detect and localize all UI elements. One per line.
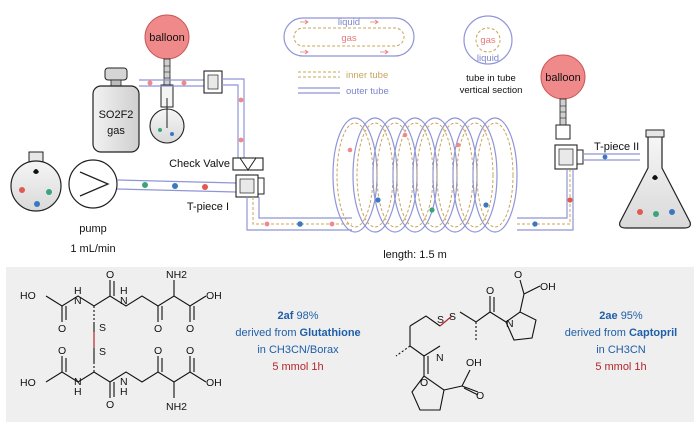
section-caption-1: tube in tube bbox=[466, 73, 516, 84]
atom-o: O bbox=[486, 285, 494, 297]
legend-inner-tube: inner tube bbox=[346, 70, 388, 81]
atom-n: N bbox=[120, 376, 128, 388]
products-panel bbox=[6, 267, 694, 422]
atom-n: N bbox=[74, 295, 82, 307]
atom-o: O bbox=[58, 323, 66, 335]
atom-o: O bbox=[106, 269, 114, 281]
atom-o: O bbox=[154, 323, 162, 335]
atom-oh: OH bbox=[206, 377, 222, 389]
atom-n: N bbox=[436, 352, 444, 364]
bubbler-flask bbox=[149, 84, 185, 144]
collection-flask bbox=[619, 129, 691, 229]
inset-liquid-label: liquid bbox=[338, 17, 360, 28]
atom-oh: OH bbox=[206, 290, 222, 302]
atom-o: O bbox=[154, 345, 162, 357]
atom-s: S bbox=[99, 346, 106, 358]
atom-n: N bbox=[506, 318, 514, 330]
gas-label: gas bbox=[107, 125, 125, 137]
atom-nh2: NH2 bbox=[166, 401, 187, 413]
flow-rate: 1 mL/min bbox=[70, 243, 115, 255]
product-2af-solvent: in CH3CN/Borax bbox=[257, 344, 339, 356]
tube-in-tube-inset: liquid gas inner tube outer tube bbox=[283, 17, 415, 97]
pump: pump 1 mL/min bbox=[68, 159, 118, 255]
atom-oh: OH bbox=[466, 357, 482, 369]
section-liquid-label: liquid bbox=[477, 53, 499, 64]
atom-o: O bbox=[476, 390, 484, 402]
section-caption-2: vertical section bbox=[460, 85, 523, 96]
structure-2af bbox=[45, 280, 207, 398]
balloon-right: balloon bbox=[540, 54, 586, 140]
atom-n: N bbox=[74, 376, 82, 388]
pump-label: pump bbox=[79, 223, 107, 235]
svg-text:SO2F2: SO2F2 bbox=[99, 109, 134, 121]
atom-ho: HO bbox=[20, 377, 36, 389]
product-2af-text: 2af 98% derived from Glutathione in CH3C… bbox=[235, 310, 360, 373]
product-2af-code: 2af bbox=[278, 310, 294, 322]
reagent-flask bbox=[10, 151, 62, 212]
t-piece-2-label: T-piece II bbox=[594, 141, 639, 153]
balloon-left-label: balloon bbox=[149, 32, 184, 44]
product-2ae-code: 2ae bbox=[599, 310, 617, 322]
atom-h: H bbox=[120, 285, 128, 297]
atom-h: H bbox=[74, 386, 82, 398]
atom-h: H bbox=[74, 285, 82, 297]
vertical-section-inset: gas liquid tube in tube vertical section bbox=[460, 15, 523, 96]
atom-nh2: NH2 bbox=[166, 269, 187, 281]
atom-o: O bbox=[420, 377, 428, 389]
atom-o: O bbox=[514, 269, 522, 281]
svg-text:2af 98%: 2af 98% bbox=[278, 310, 319, 322]
t-piece-1-label: T-piece I bbox=[187, 201, 229, 213]
product-2ae-solvent: in CH3CN bbox=[596, 344, 646, 356]
product-2ae-text: 2ae 95% derived from Captopril in CH3CN … bbox=[565, 310, 677, 373]
gas-formula: SO2F2 bbox=[99, 109, 134, 121]
atom-o: O bbox=[186, 323, 194, 335]
product-2af-derived: derived from bbox=[235, 327, 296, 339]
atom-oh: OH bbox=[540, 281, 556, 293]
check-valve-label: Check Valve bbox=[169, 158, 230, 170]
t-piece-2: T-piece II bbox=[554, 141, 639, 170]
product-2ae-derived: derived from bbox=[565, 327, 626, 339]
gas-cylinder: SO2F2 gas bbox=[92, 67, 140, 153]
product-2af-yield: 98% bbox=[296, 310, 318, 322]
inset-gas-label: gas bbox=[341, 33, 357, 44]
svg-text:derived from Glutathione: derived from Glutathione bbox=[235, 327, 360, 339]
atom-s: S bbox=[437, 314, 444, 326]
product-2ae-source: Captopril bbox=[629, 327, 677, 339]
balloon-right-label: balloon bbox=[545, 72, 580, 84]
t-piece-1: T-piece I bbox=[187, 174, 265, 213]
atom-ho: HO bbox=[20, 290, 36, 302]
check-valve: Check Valve bbox=[169, 157, 264, 171]
atom-n: N bbox=[120, 295, 128, 307]
svg-text:derived from Captopril: derived from Captopril bbox=[565, 327, 677, 339]
atom-o: O bbox=[186, 345, 194, 357]
legend-outer-tube: outer tube bbox=[346, 86, 389, 97]
tube-coil: length: 1.5 m bbox=[332, 117, 518, 261]
atom-o: O bbox=[106, 399, 114, 411]
atom-s: S bbox=[449, 311, 456, 323]
product-2af-scale: 5 mmol 1h bbox=[272, 361, 323, 373]
atom-o: O bbox=[58, 345, 66, 357]
product-2af-source: Glutathione bbox=[300, 327, 361, 339]
product-2ae-scale: 5 mmol 1h bbox=[595, 361, 646, 373]
coil-length: length: 1.5 m bbox=[383, 249, 447, 261]
structure-2ae bbox=[395, 279, 541, 411]
product-2ae-yield: 95% bbox=[621, 310, 643, 322]
atom-s: S bbox=[99, 322, 106, 334]
svg-text:2ae 95%: 2ae 95% bbox=[599, 310, 643, 322]
liquid-line bbox=[116, 179, 237, 193]
balloon-left: balloon bbox=[144, 14, 190, 86]
section-gas-label: gas bbox=[480, 35, 496, 46]
atom-h: H bbox=[120, 386, 128, 398]
